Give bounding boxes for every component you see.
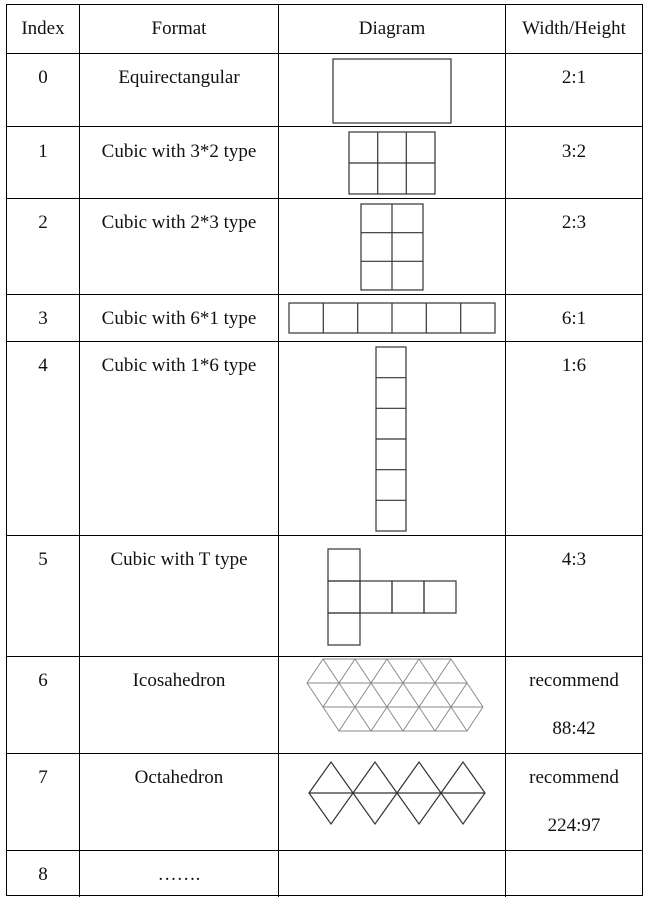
format-table: Index Format Diagram Width/Height 0 Equi…: [6, 4, 643, 897]
icosahedron-diagram: [279, 657, 506, 753]
header-diagram: Diagram: [358, 18, 426, 39]
row-ratio: 2:1: [561, 67, 587, 88]
row-ratio: 88:42: [552, 718, 596, 739]
cubic-2x3-diagram: [279, 199, 506, 294]
row-index: 4: [38, 355, 48, 376]
row-ratio: 3:2: [561, 141, 587, 162]
equirectangular-diagram: [279, 54, 506, 126]
octahedron-diagram: [279, 754, 506, 850]
row-format: Cubic with 3*2 type: [101, 141, 257, 162]
row-format: Cubic with 1*6 type: [101, 355, 257, 376]
row-ratio: 1:6: [561, 355, 587, 376]
cubic-3x2-diagram: [279, 127, 506, 198]
row-format: Cubic with 2*3 type: [101, 212, 257, 233]
table-row: 3 Cubic with 6*1 type 6:1: [7, 295, 642, 342]
row-format: …….: [157, 864, 201, 885]
row-ratio: 224:97: [547, 815, 601, 836]
header-index: Index: [21, 18, 65, 39]
row-format: Equirectangular: [118, 67, 240, 88]
table-row: 6 Icosahedron: [7, 657, 642, 754]
row-format: Octahedron: [134, 767, 224, 788]
row-index: 0: [38, 67, 48, 88]
table-row: 1 Cubic with 3*2 type 3:2: [7, 127, 642, 199]
table-row: 5 Cubic with T type 4:3: [7, 536, 642, 657]
cubic-6x1-diagram: [279, 295, 506, 341]
row-index: 3: [38, 308, 48, 329]
row-ratio: 2:3: [561, 212, 587, 233]
row-index: 6: [38, 670, 48, 691]
table-header-row: Index Format Diagram Width/Height: [7, 5, 642, 54]
row-format: Icosahedron: [132, 670, 226, 691]
row-format: Cubic with 6*1 type: [101, 308, 257, 329]
row-ratio: 4:3: [561, 549, 587, 570]
row-index: 7: [38, 767, 48, 788]
row-index: 8: [38, 864, 48, 885]
header-width-height: Width/Height: [522, 18, 626, 39]
row-ratio-label: recommend: [529, 767, 619, 788]
table-row: 7 Octahedron recommend 224:97: [7, 754, 642, 851]
cubic-1x6-diagram: [279, 342, 506, 535]
row-index: 1: [38, 141, 48, 162]
row-index: 5: [38, 549, 48, 570]
row-ratio-label: recommend: [529, 670, 619, 691]
table-row: 4 Cubic with 1*6 type 1:6: [7, 342, 642, 536]
table-row: 0 Equirectangular 2:1: [7, 54, 642, 127]
row-ratio: 6:1: [561, 308, 587, 329]
row-format: Cubic with T type: [110, 549, 248, 570]
header-format: Format: [151, 18, 207, 39]
table-row: 2 Cubic with 2*3 type 2:3: [7, 199, 642, 295]
cubic-t-diagram: [279, 536, 506, 656]
table-row: 8 …….: [7, 851, 642, 897]
row-index: 2: [38, 212, 48, 233]
